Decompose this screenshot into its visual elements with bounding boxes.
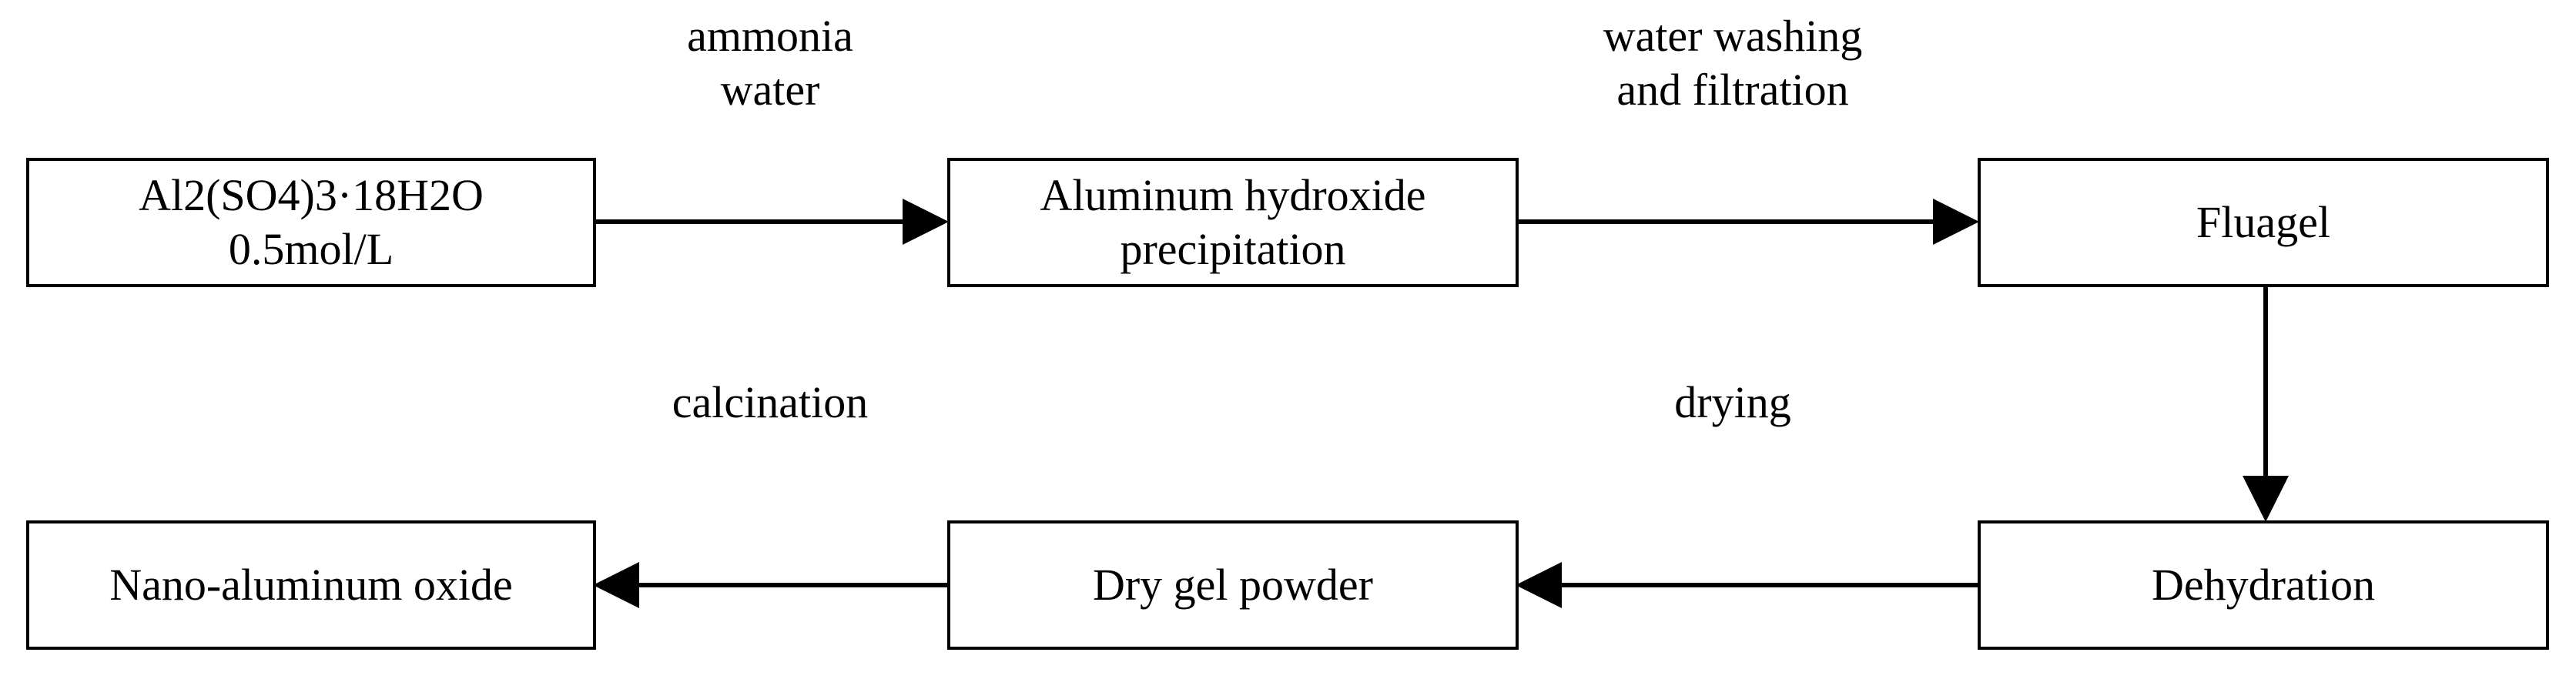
edge-label-line: water washing: [1603, 11, 1863, 61]
node-line: Aluminum hydroxide: [1040, 170, 1426, 220]
edge-label-line: calcination: [672, 377, 869, 427]
edge-label-water-washing-filtration: water washing and filtration: [1463, 9, 2002, 117]
edge-label-calcination: calcination: [578, 376, 963, 430]
node-line: Dry gel powder: [1092, 560, 1373, 610]
node-line: Dehydration: [2152, 560, 2375, 610]
node-line: Fluagel: [2196, 197, 2330, 247]
process-node-dehydration: Dehydration: [1978, 520, 2549, 650]
node-line: 0.5mol/L: [228, 224, 394, 274]
process-node-aluminum-sulfate: Al2(SO4)3·18H2O 0.5mol/L: [26, 158, 596, 287]
node-line: Nano-aluminum oxide: [109, 560, 513, 610]
edge-label-line: ammonia: [687, 11, 853, 61]
edge-label-line: and filtration: [1616, 65, 1849, 115]
process-node-fluagel: Fluagel: [1978, 158, 2549, 287]
process-node-aluminum-hydroxide-precipitation: Aluminum hydroxide precipitation: [947, 158, 1519, 287]
node-line: precipitation: [1120, 224, 1346, 274]
edge-label-line: drying: [1674, 377, 1791, 427]
process-node-dry-gel-powder: Dry gel powder: [947, 520, 1519, 650]
edge-label-drying: drying: [1540, 376, 1925, 430]
edge-label-line: water: [720, 65, 820, 115]
edge-label-ammonia-water: ammonia water: [616, 9, 924, 117]
node-line: Al2(SO4)3·18H2O: [139, 170, 484, 220]
process-node-nano-aluminum-oxide: Nano-aluminum oxide: [26, 520, 596, 650]
